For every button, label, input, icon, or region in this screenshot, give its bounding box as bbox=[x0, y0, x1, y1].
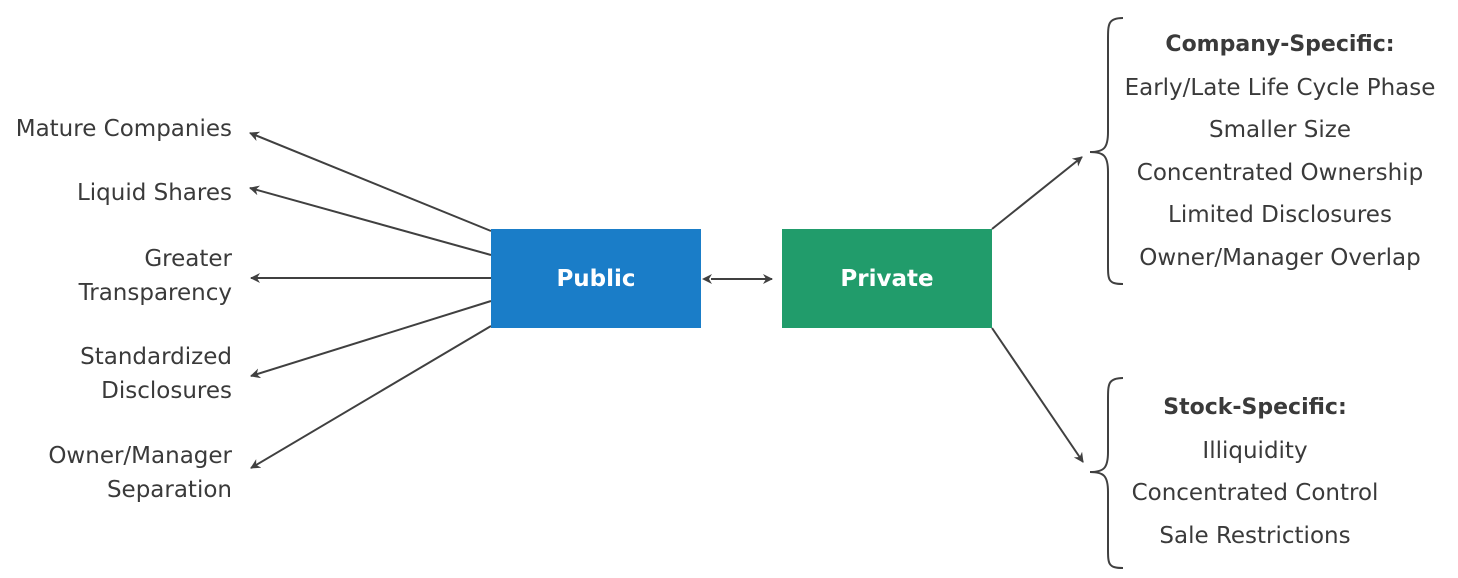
trait-standardized-disclosures: Standardized Disclosures bbox=[80, 344, 232, 404]
company-specific-item: Smaller Size bbox=[1208, 117, 1351, 143]
arrow-to-company-specific bbox=[991, 156, 1083, 230]
private-box-label: Private bbox=[840, 265, 934, 292]
trait-owner-manager-separation: Owner/Manager Separation bbox=[48, 443, 232, 503]
company-specific-group: Company-Specific: Early/Late Life Cycle … bbox=[1120, 24, 1440, 279]
company-specific-item: Early/Late Life Cycle Phase bbox=[1124, 74, 1436, 101]
brace-stock-specific bbox=[1089, 377, 1124, 569]
arrow-standardized-disclosures bbox=[250, 300, 492, 379]
arrow-mature-companies bbox=[249, 131, 492, 232]
company-specific-item: Concentrated Ownership bbox=[1136, 159, 1424, 186]
public-box-label: Public bbox=[556, 265, 636, 292]
private-box: Private bbox=[782, 229, 992, 328]
stock-specific-title: Stock-Specific: bbox=[1163, 395, 1347, 420]
brace-company-specific bbox=[1089, 17, 1124, 285]
public-box: Public bbox=[491, 229, 701, 328]
stock-specific-item: Concentrated Control bbox=[1131, 480, 1379, 506]
trait-liquid-shares: Liquid Shares bbox=[76, 180, 232, 206]
arrow-to-stock-specific bbox=[991, 327, 1084, 463]
trait-mature-companies: Mature Companies bbox=[15, 116, 232, 142]
arrow-owner-manager-separation bbox=[250, 325, 492, 469]
arrow-liquid-shares bbox=[249, 185, 492, 256]
company-specific-title: Company-Specific: bbox=[1165, 32, 1395, 57]
stock-specific-group: Stock-Specific: Illiquidity Concentrated… bbox=[1120, 387, 1390, 557]
company-specific-item: Owner/Manager Overlap bbox=[1139, 244, 1421, 271]
trait-greater-transparency: Greater Transparency bbox=[78, 246, 232, 306]
company-specific-item: Limited Disclosures bbox=[1168, 202, 1392, 228]
stock-specific-item: Illiquidity bbox=[1202, 437, 1308, 464]
stock-specific-item: Sale Restrictions bbox=[1159, 522, 1351, 549]
